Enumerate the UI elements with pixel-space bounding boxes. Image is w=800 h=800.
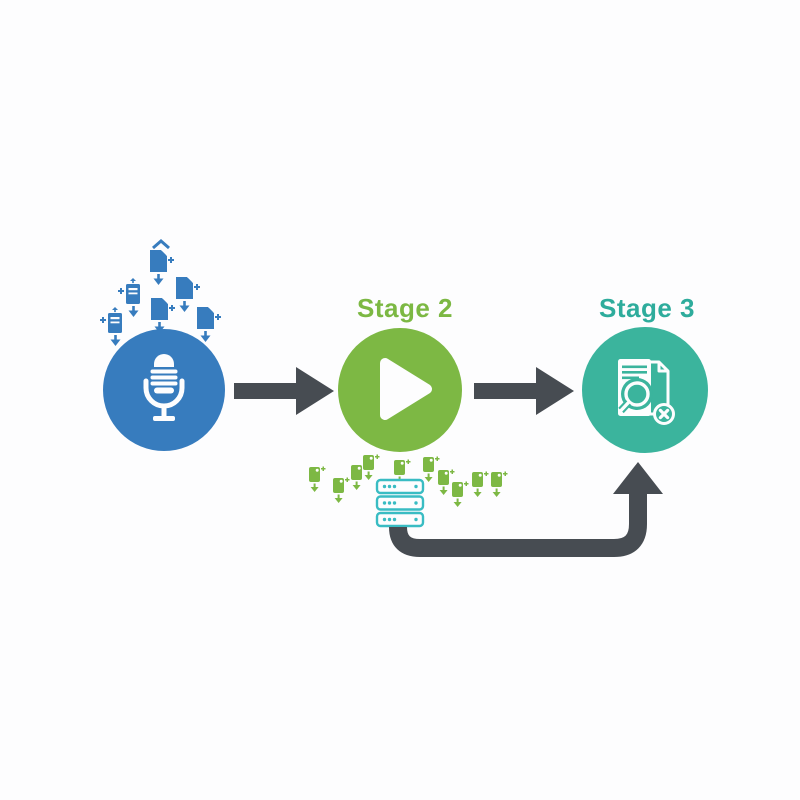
file-download-icon	[333, 477, 350, 503]
file-download-icon	[176, 277, 200, 312]
document-search-reject-icon	[618, 359, 675, 425]
stage-2-label: Stage 2	[357, 293, 453, 323]
file-download-icon	[118, 278, 140, 317]
server-stack-icon	[375, 478, 425, 528]
file-download-icon	[472, 471, 489, 497]
file-download-icon	[150, 250, 174, 285]
file-download-icon	[423, 456, 440, 482]
arrow-stage1-to-stage2	[234, 367, 334, 415]
file-download-icon	[452, 481, 469, 507]
file-download-icon	[491, 471, 508, 497]
up-arrow-icon	[152, 239, 170, 250]
file-download-icon	[151, 298, 175, 333]
file-download-icon	[197, 307, 221, 342]
file-download-icon	[100, 307, 122, 346]
arrow-stage2-to-stage3	[474, 367, 574, 415]
microphone-icon	[143, 354, 185, 421]
play-icon	[380, 358, 432, 420]
curved-arrow-server-to-stage3	[389, 462, 663, 557]
file-download-icon	[309, 466, 326, 492]
blue-scatter-files	[100, 239, 221, 346]
stage-3-label: Stage 3	[599, 293, 695, 323]
file-download-icon	[363, 454, 380, 480]
